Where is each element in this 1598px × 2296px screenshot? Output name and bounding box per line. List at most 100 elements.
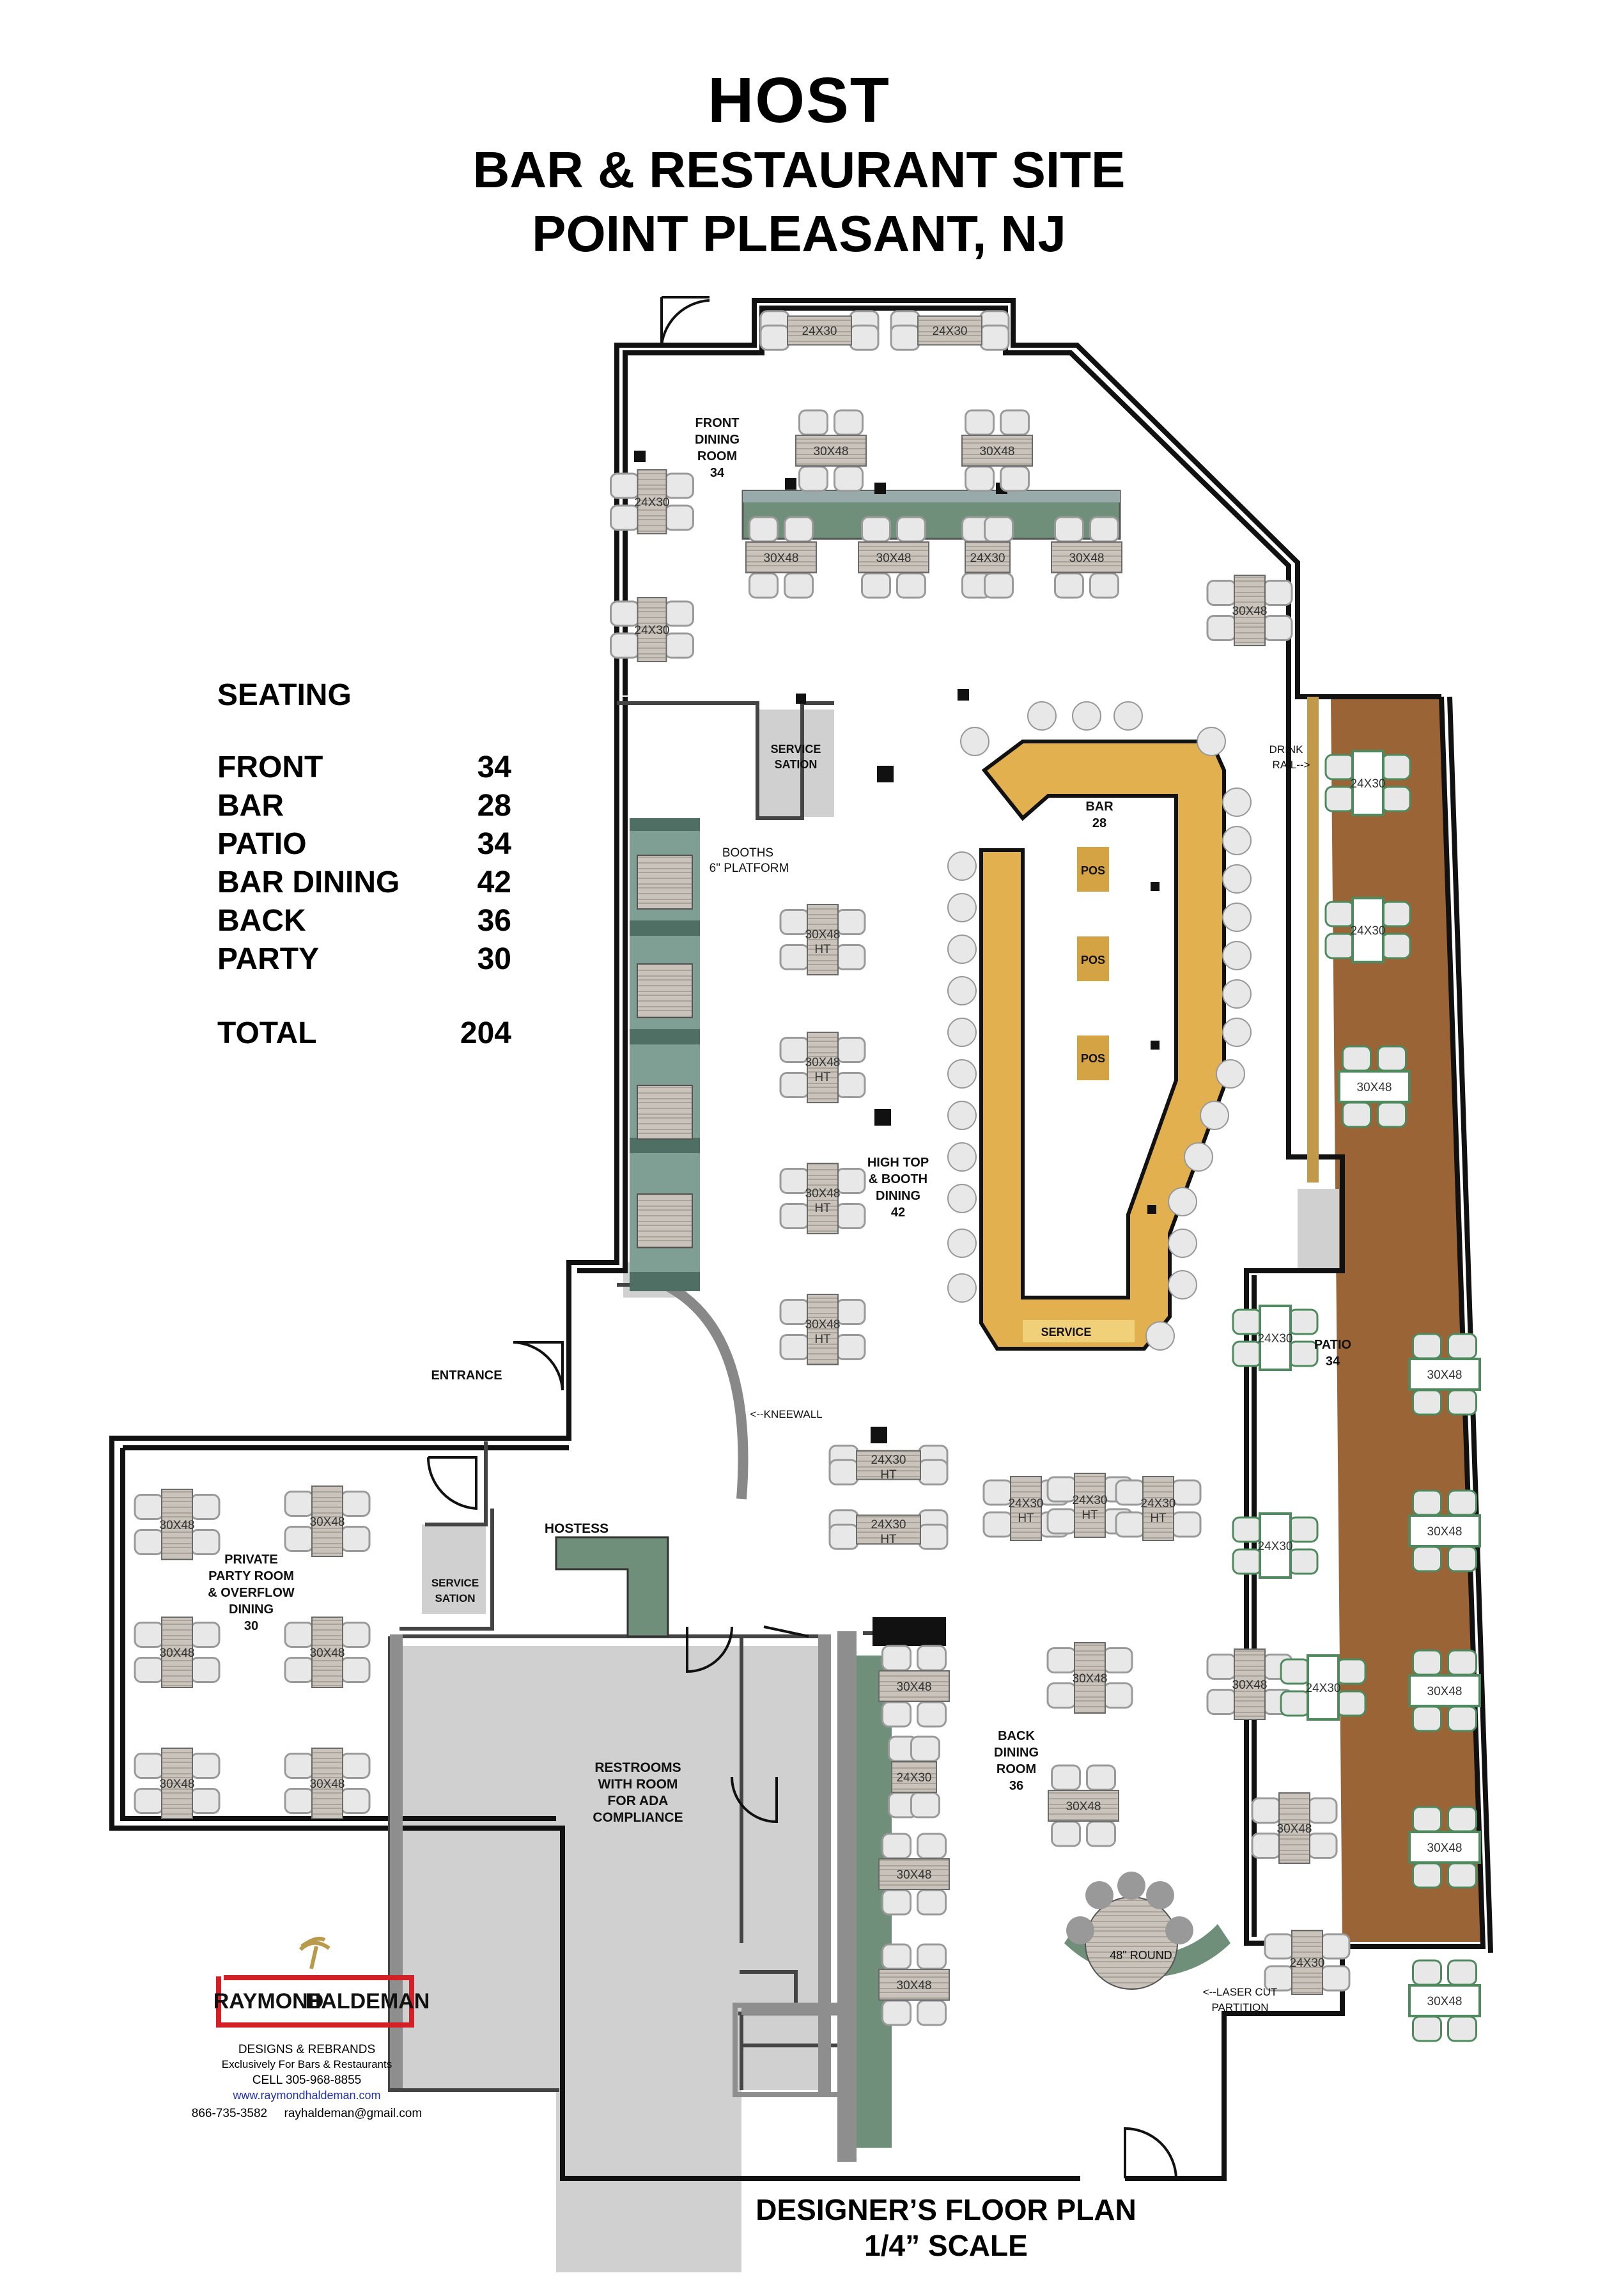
- chair: [1412, 1959, 1442, 1986]
- chair: [340, 1657, 371, 1683]
- label-high-top: 42: [891, 1206, 905, 1220]
- table-size-label: 30X48: [805, 1056, 841, 1069]
- chair: [798, 409, 828, 436]
- chair: [1264, 1933, 1294, 1960]
- chair: [134, 1622, 164, 1648]
- table-top: [1408, 1674, 1481, 1707]
- dining-table: 30X48: [878, 1943, 950, 2026]
- chair: [1447, 1705, 1477, 1732]
- label-bar: 28: [1092, 816, 1106, 830]
- table-size-label: 30X48: [160, 1519, 195, 1532]
- logo-website[interactable]: www.raymondhaldeman.com: [233, 2089, 381, 2102]
- seating-label: PARTY: [217, 942, 320, 976]
- chair: [917, 1943, 947, 1970]
- chair: [1447, 1959, 1477, 1986]
- seating-title: SEATING: [217, 678, 352, 712]
- label-pos-1: POS: [1081, 864, 1105, 877]
- dining-table: 30X48: [1408, 1333, 1481, 1416]
- chair: [134, 1529, 164, 1555]
- pos-3: [1077, 1036, 1109, 1080]
- logo-line1: DESIGNS & REBRANDS: [238, 2043, 376, 2056]
- chair: [779, 1334, 810, 1360]
- chair: [284, 1657, 314, 1683]
- table-size-label: 30X48: [1357, 1081, 1392, 1094]
- chair: [134, 1788, 164, 1814]
- dining-table: 30X48: [1408, 1806, 1481, 1889]
- chair: [1324, 754, 1355, 780]
- chair: [834, 409, 864, 436]
- chair: [881, 1889, 911, 1916]
- dining-table: 30X48: [1408, 1649, 1481, 1732]
- chair: [1377, 1101, 1407, 1128]
- gray-partitions: [390, 697, 1319, 2162]
- chair: [918, 1459, 949, 1485]
- chair: [190, 1529, 221, 1555]
- seating-label: PATIO: [217, 827, 307, 861]
- chair: [835, 909, 866, 935]
- pos-2: [1077, 936, 1109, 981]
- dining-table: 30X48: [1046, 1642, 1133, 1714]
- chair: [1324, 786, 1355, 812]
- chair: [1262, 615, 1293, 641]
- chair: [1115, 1479, 1145, 1506]
- logo-contact: 866-735-3582 rayhaldeman@gmail.com: [191, 2107, 423, 2120]
- table-size-label: 30X48: [1069, 552, 1105, 565]
- dining-table: 24X30: [1232, 1305, 1319, 1371]
- chair: [340, 1622, 371, 1648]
- chair: [1171, 1511, 1202, 1538]
- table-top: [1010, 1476, 1042, 1541]
- table-top: [858, 541, 929, 573]
- label-restrooms: FOR ADA: [608, 1794, 669, 1808]
- chair: [849, 324, 880, 351]
- doors: [426, 296, 1177, 2179]
- dining-table: 30X48: [1251, 1792, 1338, 1864]
- label-high-top: HIGH TOP: [867, 1156, 929, 1170]
- seating-total-value: 204: [460, 1016, 511, 1050]
- label-round: 48" ROUND: [1110, 1949, 1172, 1962]
- label-kneewall: <--KNEEWALL: [750, 1408, 822, 1420]
- kneewall: [662, 1280, 749, 1500]
- table-size-label: 30X48: [160, 1647, 195, 1660]
- chair: [835, 1203, 866, 1229]
- table-top: [161, 1617, 193, 1688]
- table-ht-label: HT: [814, 1333, 831, 1346]
- label-private-party: & OVERFLOW: [208, 1586, 295, 1600]
- chair: [1288, 1340, 1319, 1367]
- table-ht-label: HT: [814, 943, 831, 956]
- table-top: [1408, 1514, 1481, 1547]
- dining-table: 30X48: [1408, 1959, 1481, 2042]
- dining-table: 30X48: [284, 1748, 371, 1819]
- table-top: [1408, 1984, 1481, 2017]
- chair: [1000, 409, 1030, 436]
- seating-label: BAR: [217, 789, 284, 823]
- service-station-2-floor: [422, 1524, 486, 1614]
- chair: [1206, 580, 1237, 606]
- chair: [910, 1735, 940, 1762]
- dining-table: 30X48: [858, 516, 929, 599]
- chair: [610, 600, 640, 627]
- pos-1: [1077, 847, 1109, 892]
- table-size-label: 24X30: [1290, 1957, 1325, 1970]
- restroom-lower-floor: [556, 1943, 741, 2272]
- tables: 24X30 24X30 30X48 30X48 30X48 30X48 24X30 30X48…: [134, 310, 1481, 2042]
- table-size-label: 24X30: [933, 325, 968, 338]
- table-size-label: 30X48: [310, 1516, 345, 1529]
- table-top: [1307, 1654, 1340, 1721]
- dining-table: 24X30: [1324, 750, 1411, 816]
- chair: [190, 1788, 221, 1814]
- table-top: [1351, 897, 1385, 963]
- table-top: [311, 1485, 343, 1557]
- dining-table: 30X48: [1048, 1764, 1119, 1847]
- chair: [835, 1168, 866, 1194]
- chair: [1447, 1489, 1477, 1516]
- table-size-label: 24X30: [970, 552, 1005, 565]
- label-restrooms: RESTROOMS: [594, 1760, 681, 1775]
- chair: [134, 1753, 164, 1779]
- table-size-label: 30X48: [897, 1979, 932, 1992]
- chair: [1412, 1546, 1442, 1572]
- table-size-label: 24X30: [1351, 924, 1386, 938]
- chair: [1046, 1647, 1077, 1673]
